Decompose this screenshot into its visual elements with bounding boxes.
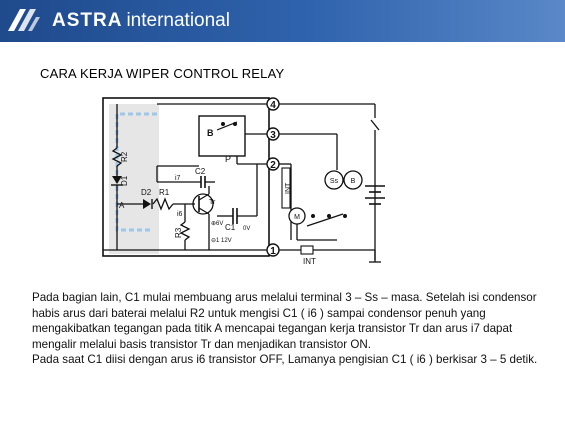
label-c1: C1: [225, 223, 236, 232]
label-i7: i7: [175, 175, 181, 182]
label-terminal-3: 3: [270, 130, 276, 141]
astra-logo-icon: [8, 9, 40, 31]
label-minus1: ⊖1: [211, 238, 220, 244]
label-terminal-1: 1: [270, 246, 276, 257]
transistor-tr: [192, 193, 214, 215]
label-a: A: [119, 201, 125, 210]
wiper-relay-circuit-diagram: 4 3 2 1 B P R2 D1 i7 C2 D2 R1 A i6 Tr R3…: [102, 97, 385, 266]
label-d2: D2: [141, 188, 152, 197]
label-m: M: [294, 214, 300, 221]
label-r2: R2: [120, 151, 129, 162]
label-0v: 0V: [243, 226, 250, 232]
diode-d1: [112, 176, 122, 184]
resistor-r3: [179, 221, 191, 241]
label-tr: Tr: [209, 199, 216, 206]
label-b-circle: B: [351, 178, 356, 185]
int-switch-bottom: [300, 245, 314, 255]
relay-coil-box: [198, 115, 246, 157]
label-b: B: [207, 128, 214, 138]
label-ss: Ss: [330, 178, 339, 185]
label-int-vertical: INT: [285, 182, 292, 194]
explanation-text: Pada bagian lain, C1 mulai membuang arus…: [32, 290, 542, 368]
label-terminal-2: 2: [270, 160, 276, 171]
relay-housing: [102, 97, 270, 257]
ignition-switch: [370, 119, 380, 131]
brand-light: international: [126, 10, 230, 31]
paragraph-1: Pada bagian lain, C1 mulai membuang arus…: [32, 291, 537, 351]
paragraph-2: Pada saat C1 diisi dengan arus i6 transi…: [32, 353, 538, 367]
brand-bold: ASTRA: [52, 10, 123, 31]
label-12v: 12V: [221, 238, 232, 244]
label-d1: D1: [120, 175, 129, 186]
label-r3: R3: [174, 227, 183, 238]
page-title: CARA KERJA WIPER CONTROL RELAY: [40, 66, 285, 81]
resistor-r1: [152, 197, 174, 211]
label-r1: R1: [159, 188, 170, 197]
label-p: P: [225, 154, 231, 164]
diode-d2: [143, 199, 151, 209]
label-i6: i6: [177, 211, 183, 218]
label-plus6v: ⊕6V: [211, 221, 223, 227]
label-c2: C2: [195, 167, 206, 176]
label-terminal-4: 4: [270, 100, 276, 111]
resistor-r2: [111, 147, 123, 167]
int-switch-vertical: [281, 167, 291, 209]
wiper-switch: [306, 213, 344, 227]
label-int-bottom: INT: [303, 257, 316, 266]
